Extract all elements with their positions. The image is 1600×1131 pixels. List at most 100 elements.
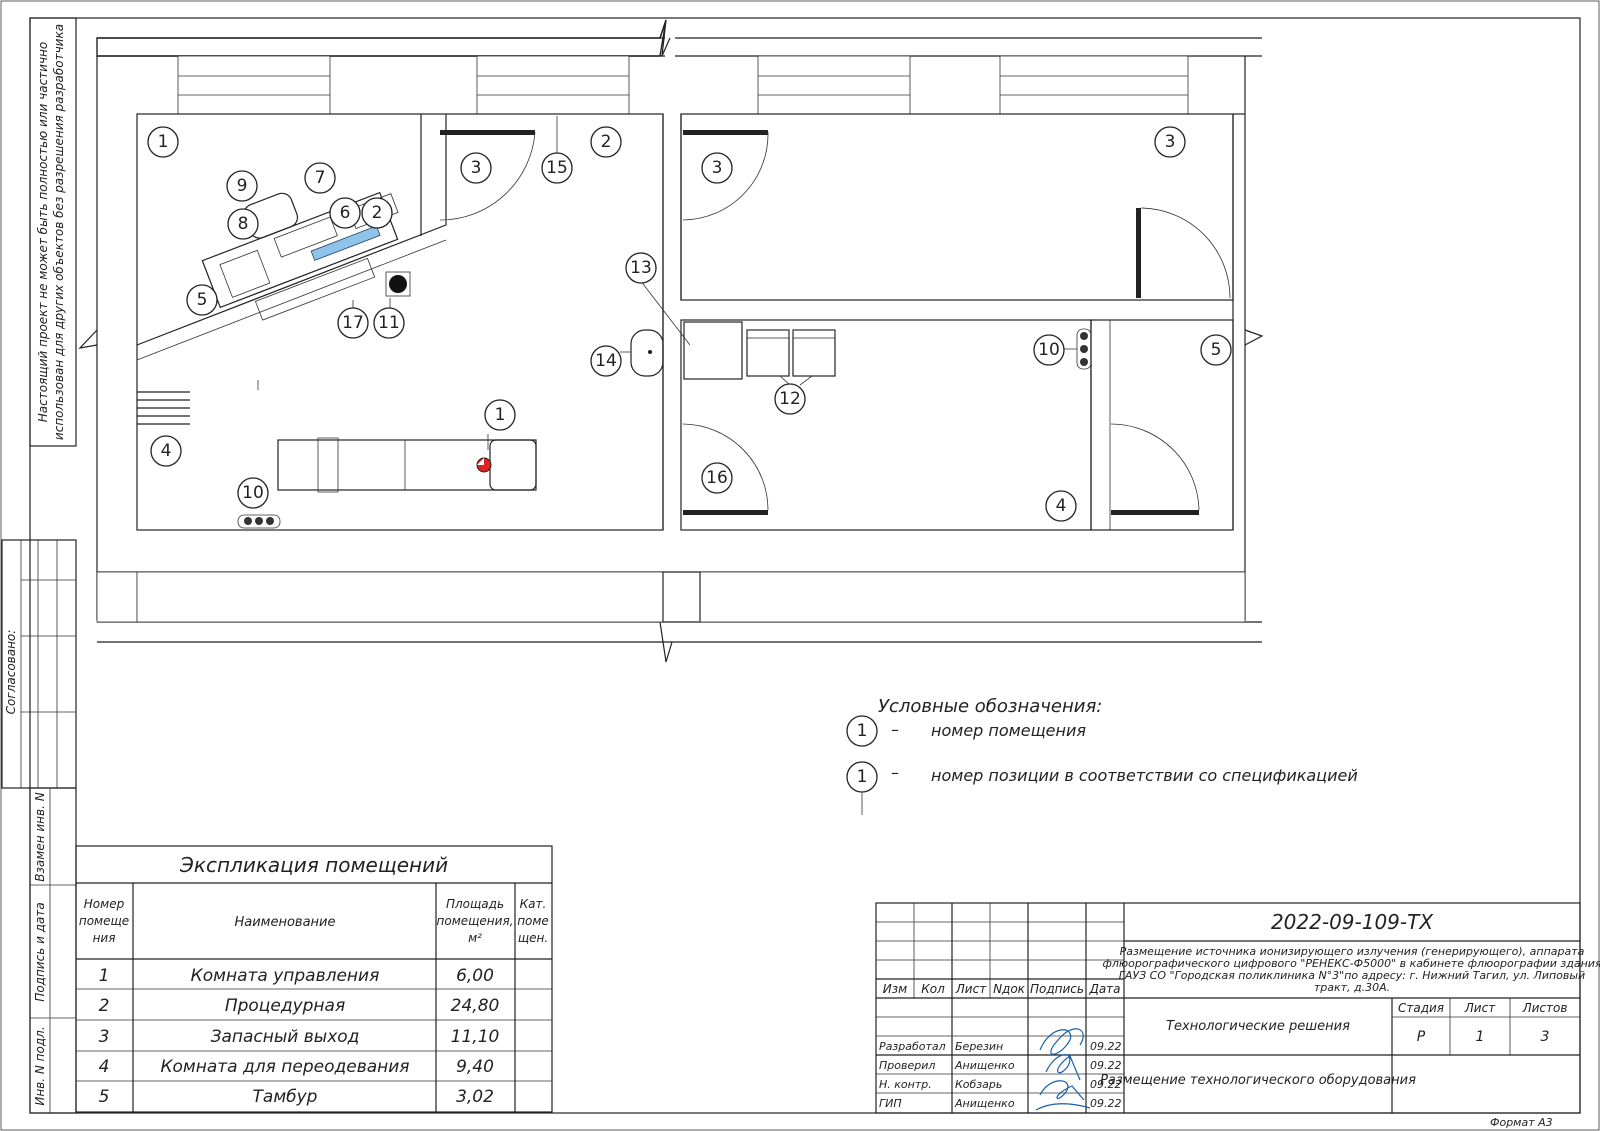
pos-marker-1: 1	[484, 399, 516, 431]
room-marker-4: 4	[1045, 490, 1077, 522]
window-top-4	[999, 55, 1189, 115]
format-label: Формат А3	[1490, 1116, 1553, 1129]
svg-text:3,02: 3,02	[456, 1087, 494, 1107]
description-line3: ГАУЗ СО "Городская поликлиника N°3"по ад…	[1119, 969, 1585, 982]
header-area-3: м²	[468, 931, 482, 945]
pos-marker-14: 14	[590, 345, 622, 377]
svg-text:09.22: 09.22	[1090, 1040, 1122, 1053]
svg-text:Анищенко: Анищенко	[954, 1097, 1015, 1110]
sign-date-label: Подпись и дата	[33, 902, 47, 1001]
svg-text:10: 10	[1038, 340, 1060, 360]
side-notice-line2: использован для других объектов без разр…	[52, 24, 66, 440]
svg-text:3: 3	[471, 158, 482, 178]
person-row: Проверил Анищенко 09.22	[879, 1059, 1122, 1072]
rev-header-sign: Подпись	[1030, 982, 1084, 996]
svg-text:1: 1	[857, 721, 868, 741]
radiator-left	[237, 514, 281, 529]
sheets-label: Листов	[1522, 1001, 1568, 1015]
svg-text:10: 10	[242, 483, 264, 503]
svg-text:5: 5	[197, 290, 208, 310]
table-row: 4 Комната для переодевания 9,40	[99, 1057, 494, 1077]
header-num-3: ния	[93, 931, 116, 945]
rev-header-date: Дата	[1088, 982, 1120, 996]
table-row: 3 Запасный выход 11,10	[99, 1027, 500, 1047]
svg-text:4: 4	[161, 441, 172, 461]
sheet-value: 1	[1476, 1029, 1485, 1045]
svg-text:09.22: 09.22	[1090, 1059, 1122, 1072]
header-cat-1: Кат.	[520, 897, 547, 911]
sheet-title: Размещение технологического оборудования	[1100, 1073, 1416, 1088]
rev-header-izm: Изм	[883, 982, 907, 996]
signature-scribble	[1035, 1028, 1091, 1111]
wall-bench	[137, 391, 190, 425]
svg-text:Тамбур: Тамбур	[253, 1087, 318, 1107]
legend-room-symbol: 1	[846, 715, 878, 747]
legend-room-text: номер помещения	[931, 721, 1086, 740]
person-row: Разработал Березин 09.22	[879, 1040, 1122, 1053]
explication-table: Экспликация помещений Номер помеще ния Н…	[75, 845, 553, 1113]
table-row: 1 Комната управления 6,00	[99, 966, 494, 986]
svg-text:3: 3	[1165, 132, 1176, 152]
legend-position-symbol: 1	[846, 761, 878, 793]
rev-header-kol: Кол	[921, 982, 945, 996]
svg-text:1: 1	[99, 966, 110, 986]
section-title: Технологические решения	[1166, 1019, 1350, 1034]
svg-text:1: 1	[158, 132, 169, 152]
pos-marker-4: 4	[150, 435, 182, 467]
sheets-value: 3	[1541, 1029, 1550, 1045]
svg-text:3: 3	[712, 158, 723, 178]
pos-marker-6: 6	[329, 197, 361, 229]
svg-text:Кобзарь: Кобзарь	[955, 1078, 1002, 1091]
pos-marker-5: 5	[186, 284, 218, 316]
room-marker-2: 2	[590, 126, 622, 158]
header-num-1: Номер	[84, 897, 125, 911]
svg-text:Процедурная: Процедурная	[225, 996, 345, 1016]
pos-marker-10a: 10	[237, 477, 269, 509]
pos-marker-7: 7	[304, 162, 336, 194]
doc-code: 2022-09-109-ТХ	[1271, 910, 1434, 934]
pos-marker-17: 17	[337, 307, 369, 339]
rev-header-ndok: Nдок	[993, 982, 1026, 996]
description-line1: Размещение источника ионизирующего излуч…	[1120, 945, 1585, 958]
pos-marker-3a: 3	[460, 152, 492, 184]
room-emergency-exit	[680, 113, 1234, 301]
pos-marker-15: 15	[541, 152, 573, 184]
drawing-frame	[29, 17, 1581, 1114]
svg-text:6,00: 6,00	[456, 966, 494, 986]
svg-text:2: 2	[372, 203, 383, 223]
svg-text:1: 1	[495, 405, 506, 425]
pos-marker-2: 2	[361, 197, 393, 229]
svg-text:16: 16	[706, 468, 728, 488]
door-leaf-3a	[440, 130, 535, 135]
pos-marker-13: 13	[625, 252, 657, 284]
cabinet	[683, 321, 743, 380]
person-row: Н. контр. Кобзарь 09.22	[879, 1078, 1122, 1091]
chairs	[746, 329, 836, 377]
description-line2: флюорографического цифрового "РЕНЕКС-Ф50…	[1102, 957, 1600, 970]
header-num-2: помеще	[79, 914, 129, 928]
legend-title: Условные обозначения:	[878, 696, 1102, 717]
svg-text:13: 13	[630, 258, 652, 278]
svg-text:Комната управления: Комната управления	[191, 966, 380, 986]
svg-text:6: 6	[340, 203, 351, 223]
svg-text:4: 4	[1056, 496, 1067, 516]
header-name: Наименование	[234, 915, 335, 930]
person-row: ГИП Анищенко 09.22	[879, 1097, 1122, 1110]
pos-marker-12: 12	[774, 383, 806, 415]
explication-title: Экспликация помещений	[179, 853, 448, 877]
window-top-2	[476, 55, 630, 115]
legend: Условные обозначения: 1 – номер помещени…	[846, 696, 1358, 815]
table-row: 5 Тамбур 3,02	[99, 1087, 494, 1107]
legend-room-dash: –	[891, 720, 899, 739]
svg-text:Комната для переодевания: Комната для переодевания	[160, 1057, 409, 1077]
window-top-3	[757, 55, 911, 115]
svg-text:5: 5	[99, 1087, 110, 1107]
svg-text:11: 11	[378, 313, 400, 333]
fluorograph-apparatus	[277, 437, 537, 493]
legend-pos-text: номер позиции в соответствии со специфик…	[931, 766, 1358, 785]
svg-text:17: 17	[342, 313, 364, 333]
svg-text:12: 12	[779, 389, 801, 409]
header-cat-3: щен.	[518, 931, 548, 945]
